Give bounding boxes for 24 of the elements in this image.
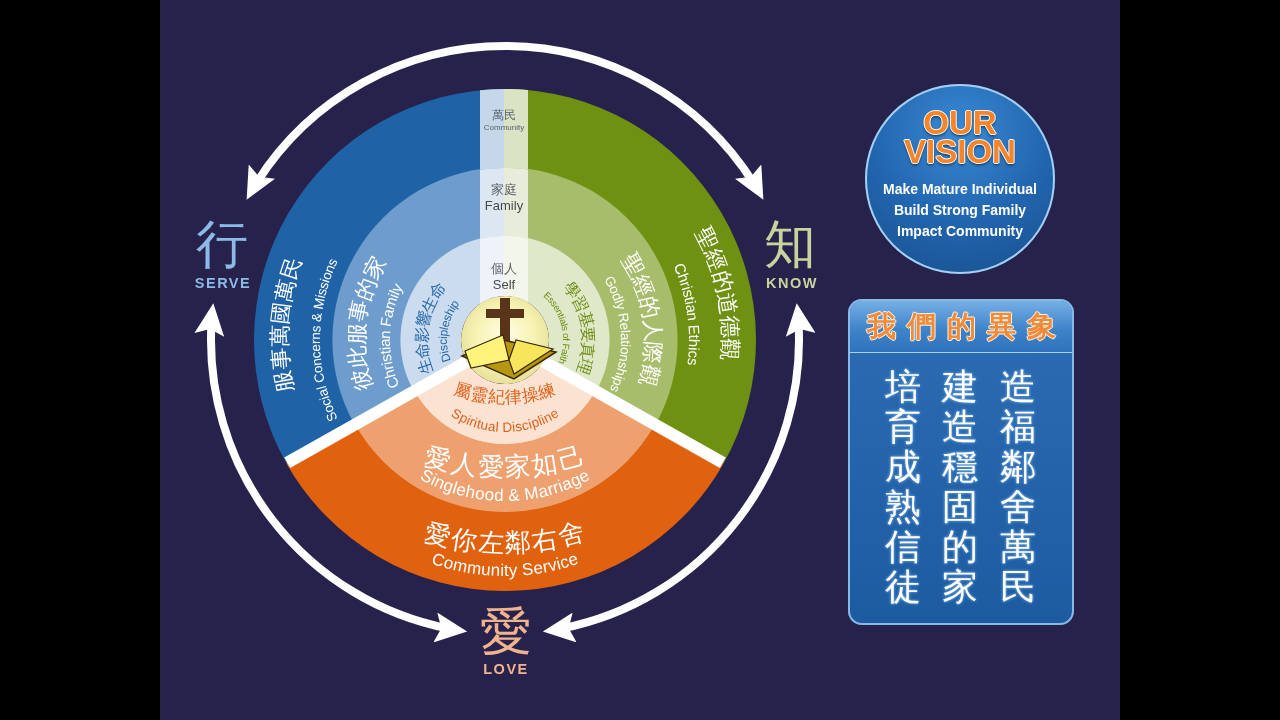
vertical-text: 造福鄰舍萬民 <box>1000 367 1036 607</box>
caption-label: LOVE <box>483 661 529 677</box>
band-title: 家庭 <box>491 183 517 197</box>
vision-line: Impact Community <box>897 224 1023 238</box>
character-label: 愛 <box>480 605 532 657</box>
segment-label: 愛你左鄰右舍 Community Service <box>421 516 589 580</box>
band-subtitle: Self <box>492 277 516 291</box>
curved-arrow <box>542 302 814 641</box>
panel-header: 我們的異象 <box>850 301 1072 353</box>
band-subtitle: Family <box>484 198 524 212</box>
vision-line: Build Strong Family <box>893 203 1027 217</box>
caption-label: KNOW <box>766 275 818 291</box>
curved-arrow <box>196 302 468 641</box>
vertical-text: 建造穩固的家 <box>942 367 978 607</box>
vertical-text: 培育成熟信徒 <box>885 367 921 607</box>
character-label: 行 <box>196 218 248 270</box>
caption-label: SERVE <box>194 275 252 291</box>
band-title: 萬民 <box>492 109 516 121</box>
vision-line: Make Mature Individual <box>883 182 1037 196</box>
vision-heading: OUR VISION <box>904 108 1016 166</box>
character-label: 知 <box>764 218 816 270</box>
vision-panel <box>848 299 1074 625</box>
band-title: 個人 <box>491 262 517 276</box>
band-subtitle: Community <box>483 124 525 132</box>
